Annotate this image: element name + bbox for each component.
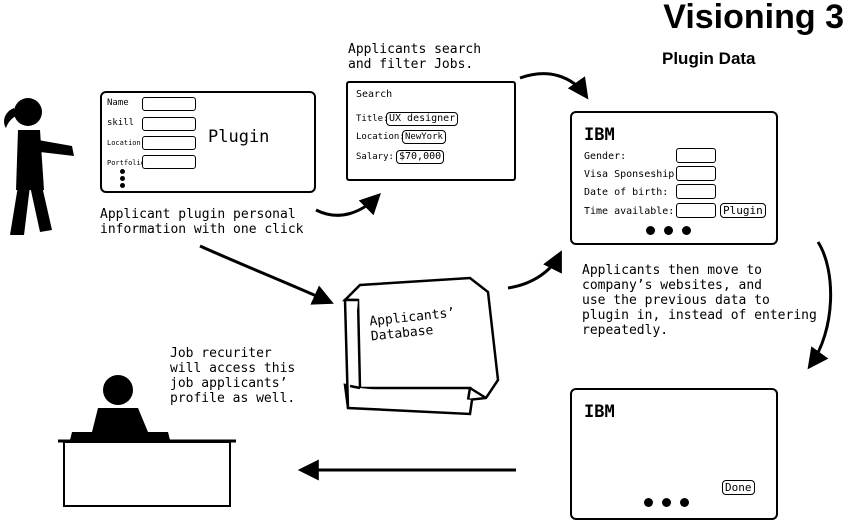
company-form-panel: IBM Gender: Visa Sponseship: Date of bir…: [570, 111, 778, 245]
page-title: Visioning 3: [663, 0, 844, 36]
arrow-ibm-to-done: [807, 241, 833, 370]
name-field[interactable]: [142, 97, 196, 111]
plugin-panel: Name skill Location Portfolio Plugin: [100, 91, 316, 193]
location-label: Location:: [356, 132, 405, 142]
move-note: Applicants then move to company’s websit…: [582, 263, 817, 338]
more-dot: [120, 183, 125, 188]
location-field[interactable]: [142, 136, 196, 150]
portfolio-field[interactable]: [142, 155, 196, 169]
plugin-label: Plugin: [208, 127, 270, 147]
recruiter-figure: [70, 375, 170, 440]
applicant-figure: [4, 98, 74, 235]
page-subtitle: Plugin Data: [662, 49, 756, 68]
title-label: Title:: [356, 114, 389, 124]
ibm-logo: IBM: [584, 402, 615, 422]
arrow-search-to-ibm: [519, 72, 589, 100]
arrow-database-to-ibm: [507, 250, 562, 290]
field-label-skill: skill: [107, 118, 135, 128]
more-dot: [664, 226, 673, 235]
salary-label: Salary:: [356, 152, 394, 162]
more-dot: [120, 169, 125, 174]
recruiter-note: Job recuriter will access this job appli…: [170, 346, 296, 406]
plugin-note: Applicant plugin personal information wi…: [100, 207, 304, 237]
gender-field[interactable]: [676, 148, 716, 163]
arrow-plugin-to-database: [199, 244, 334, 305]
more-dot: [120, 176, 125, 181]
recruiter-desk: [63, 441, 231, 507]
gender-label: Gender:: [584, 151, 627, 162]
ibm-logo: IBM: [584, 125, 615, 145]
field-label-portfolio: Portfolio: [107, 159, 145, 167]
plugin-button[interactable]: Plugin: [720, 203, 766, 218]
visa-label: Visa Sponseship:: [584, 169, 681, 180]
time-available-label: Time available:: [584, 206, 675, 217]
more-dot: [662, 498, 671, 507]
title-filter-value[interactable]: UX designer: [386, 112, 459, 126]
more-dot: [682, 226, 691, 235]
done-panel: IBM Done: [570, 388, 778, 520]
search-panel: Search Title: UX designer Location: NewY…: [346, 81, 516, 181]
field-label-name: Name: [107, 98, 129, 108]
visa-field[interactable]: [676, 166, 716, 181]
more-dot: [680, 498, 689, 507]
search-heading: Search: [356, 89, 393, 100]
arrow-plugin-to-search: [315, 193, 381, 217]
field-label-location: Location: [107, 139, 141, 147]
more-dot: [644, 498, 653, 507]
salary-filter-value[interactable]: $70,000: [396, 150, 445, 164]
search-note: Applicants search and filter Jobs.: [348, 42, 482, 72]
skill-field[interactable]: [142, 117, 196, 131]
time-available-field[interactable]: [676, 203, 716, 218]
done-button[interactable]: Done: [722, 480, 755, 495]
more-dot: [646, 226, 655, 235]
location-filter-value[interactable]: NewYork: [402, 130, 446, 144]
database-shape: [341, 276, 500, 416]
dob-label: Date of birth:: [584, 187, 669, 198]
dob-field[interactable]: [676, 184, 716, 199]
